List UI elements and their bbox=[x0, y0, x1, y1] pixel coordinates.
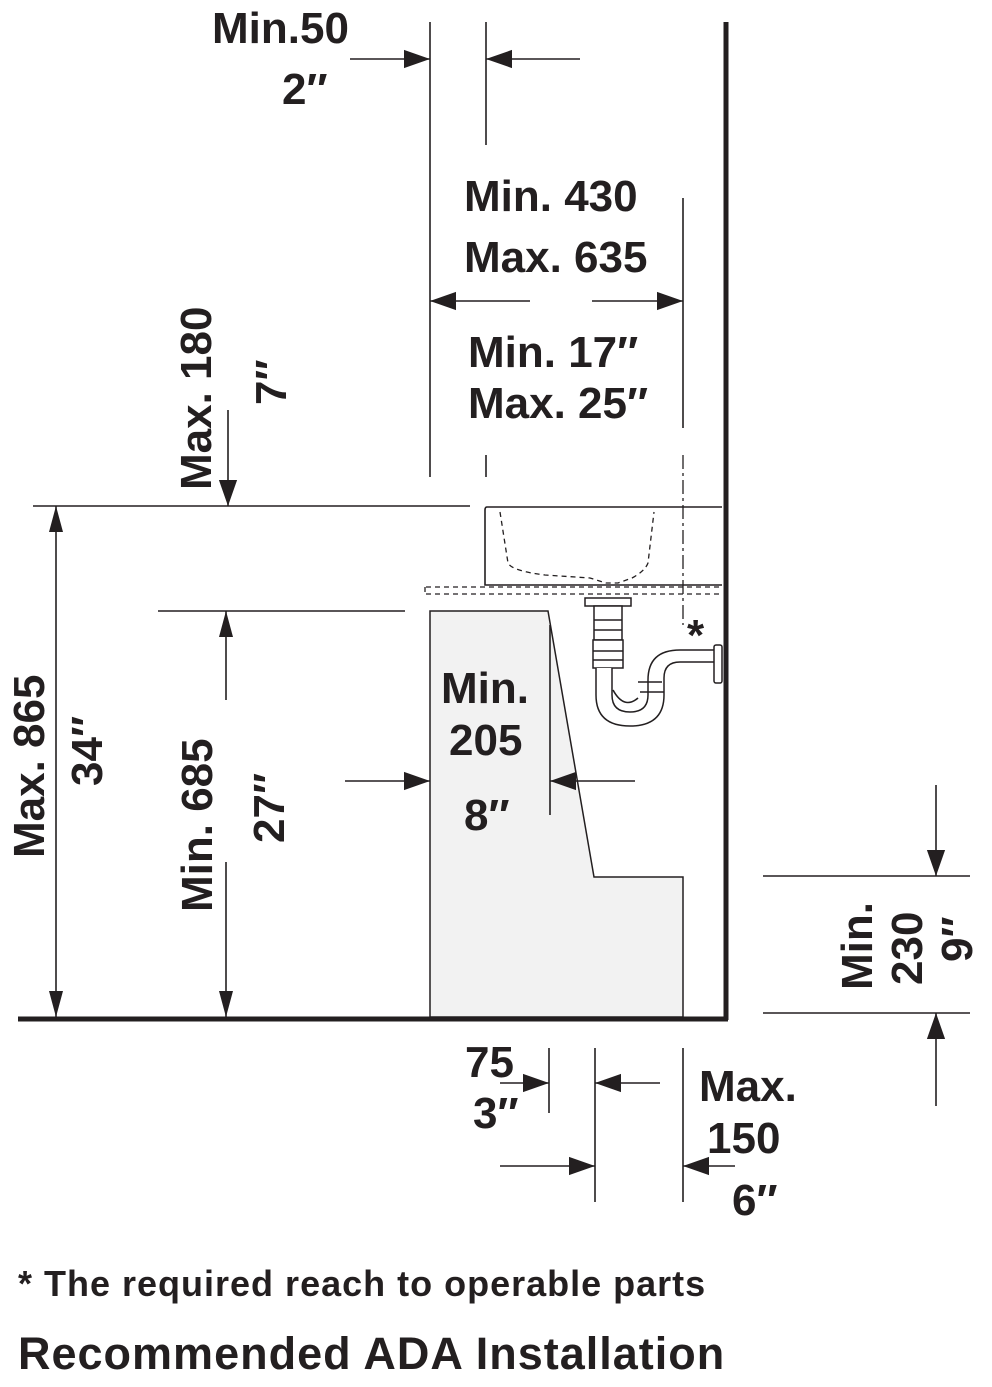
label-min430: Min. 430 bbox=[464, 172, 638, 221]
label-min17in: Min. 17″ bbox=[468, 328, 638, 377]
label-max-toe: Max. bbox=[699, 1062, 797, 1111]
label-2in: 2″ bbox=[282, 65, 328, 114]
label-asterisk: * bbox=[687, 611, 705, 660]
label-7in: 7″ bbox=[247, 359, 296, 405]
label-205: 205 bbox=[449, 716, 522, 765]
washbasin bbox=[424, 506, 723, 595]
label-6in: 6″ bbox=[732, 1176, 778, 1225]
arrow-min685-bottom bbox=[219, 991, 233, 1017]
label-min50: Min.50 bbox=[212, 4, 349, 53]
footnote: * The required reach to operable parts bbox=[18, 1263, 706, 1304]
label-8in: 8″ bbox=[464, 791, 510, 840]
label-max180: Max. 180 bbox=[172, 307, 221, 490]
label-230: 230 bbox=[883, 912, 932, 985]
label-34in: 34″ bbox=[63, 716, 112, 786]
label-max865: Max. 865 bbox=[5, 675, 54, 858]
diagram-title: Recommended ADA Installation bbox=[18, 1328, 725, 1379]
label-max25in: Max. 25″ bbox=[468, 379, 648, 428]
knee-clearance-area bbox=[429, 610, 684, 1018]
label-max635: Max. 635 bbox=[464, 233, 647, 282]
label-min-toe: Min. bbox=[833, 902, 882, 990]
label-3in: 3″ bbox=[473, 1089, 519, 1138]
drain-trap bbox=[584, 597, 723, 727]
label-150: 150 bbox=[707, 1114, 780, 1163]
label-min685: Min. 685 bbox=[173, 738, 222, 912]
label-9in: 9″ bbox=[933, 916, 982, 962]
label-min-knee: Min. bbox=[441, 664, 529, 713]
arrow-max865-top bbox=[49, 506, 63, 532]
arrow-max865-bottom bbox=[49, 991, 63, 1017]
label-27in: 27″ bbox=[245, 773, 294, 843]
arrow-min685-top bbox=[219, 611, 233, 637]
label-75: 75 bbox=[465, 1038, 514, 1087]
